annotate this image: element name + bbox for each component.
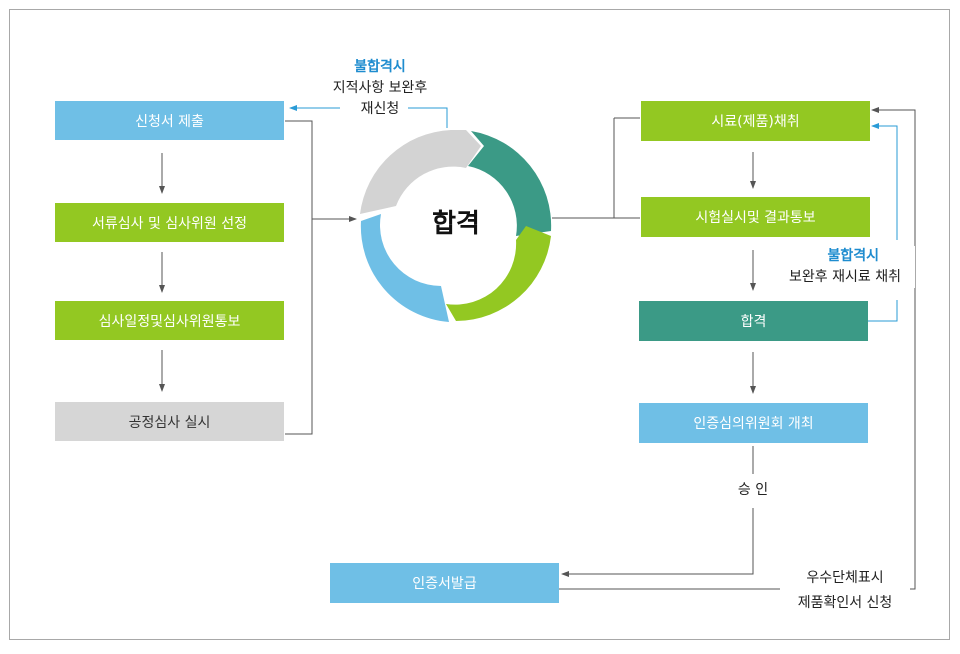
bottom-note-line1: 우수단체표시: [806, 570, 884, 586]
step-certificate-issue: 인증서발급: [330, 563, 559, 603]
fail-note-title: 불합격시: [354, 59, 406, 75]
step-document-review: 서류심사 및 심사위원 선정: [55, 203, 284, 242]
cycle-segment-blue: [360, 214, 449, 322]
fail-note-right: 불합격시 보완후 재시료 채취: [775, 246, 915, 288]
cycle-segment-gray: [360, 130, 481, 214]
bracket-left: [285, 120, 313, 435]
arrow-to-cert: [561, 508, 754, 577]
bottom-note: 우수단체표시 제품확인서 신청: [780, 566, 910, 616]
step-testing: 시험실시및 결과통보: [641, 197, 870, 237]
step-schedule-notice: 심사일정및심사위원통보: [55, 301, 284, 340]
cycle-segment-green: [446, 226, 551, 321]
bottom-note-line2: 제품확인서 신청: [797, 595, 893, 611]
step-sampling: 시료(제품)채취: [641, 101, 870, 141]
diagram-frame: [9, 9, 950, 640]
cycle-segment-teal: [468, 131, 552, 236]
loop-back-line: [871, 107, 916, 590]
cycle-center-label: 합격: [432, 209, 480, 239]
approval-label: 승 인: [728, 480, 778, 501]
fail-note-line2: 재신청: [356, 99, 404, 120]
step-committee: 인증심의위원회 개최: [639, 403, 868, 443]
cycle-donut: [360, 130, 552, 322]
step-application: 신청서 제출: [55, 101, 284, 140]
fail-note-right-line1: 보완후 재시료 채취: [789, 269, 901, 285]
step-process-audit: 공정심사 실시: [55, 402, 284, 441]
fail-note-right-title: 불합격시: [827, 248, 879, 264]
fail-feedback-right: [868, 300, 898, 322]
fail-feedback-left: [408, 107, 448, 128]
fail-note-line1: 지적사항 보완후: [332, 80, 428, 96]
fail-note-top: 불합격시 지적사항 보완후 재신청: [318, 57, 442, 120]
step-pass: 합격: [639, 301, 868, 341]
